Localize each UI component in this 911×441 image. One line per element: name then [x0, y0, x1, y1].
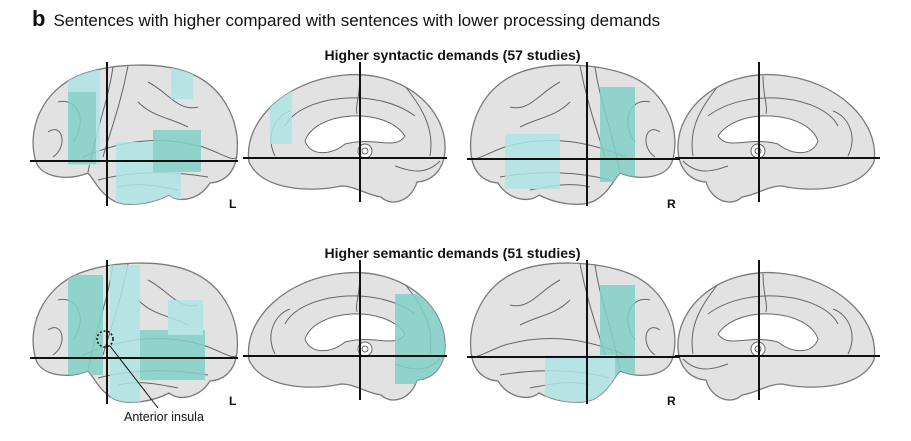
hemisphere-label-left: L — [229, 394, 237, 408]
brain-medial-right-semantic — [678, 273, 875, 400]
brain-lateral-right-syntactic — [471, 65, 675, 204]
row-title-semantic: Higher semantic demands (51 studies) — [324, 245, 581, 261]
hemisphere-label-right: R — [667, 394, 676, 408]
brain-lateral-right-semantic — [471, 263, 675, 405]
brain-medial-left-semantic — [248, 273, 450, 400]
row-title-syntactic: Higher syntactic demands (57 studies) — [324, 47, 581, 63]
panel-title-text: Sentences with higher compared with sent… — [53, 11, 661, 30]
panel-title: b Sentences with higher compared with sen… — [32, 6, 660, 32]
hemisphere-label-right: R — [667, 197, 676, 211]
hemisphere-label-left: L — [229, 197, 237, 211]
brain-medial-left-syntactic — [248, 74, 445, 202]
anterior-insula-label: Anterior insula — [124, 410, 204, 424]
panel-letter: b — [32, 6, 46, 31]
anterior-insula-marker — [96, 330, 159, 409]
brain-medial-right-syntactic — [678, 75, 875, 202]
crosshair-lines — [30, 62, 880, 404]
brain-lateral-left-semantic — [33, 263, 237, 405]
brain-lateral-left-syntactic — [33, 65, 237, 207]
